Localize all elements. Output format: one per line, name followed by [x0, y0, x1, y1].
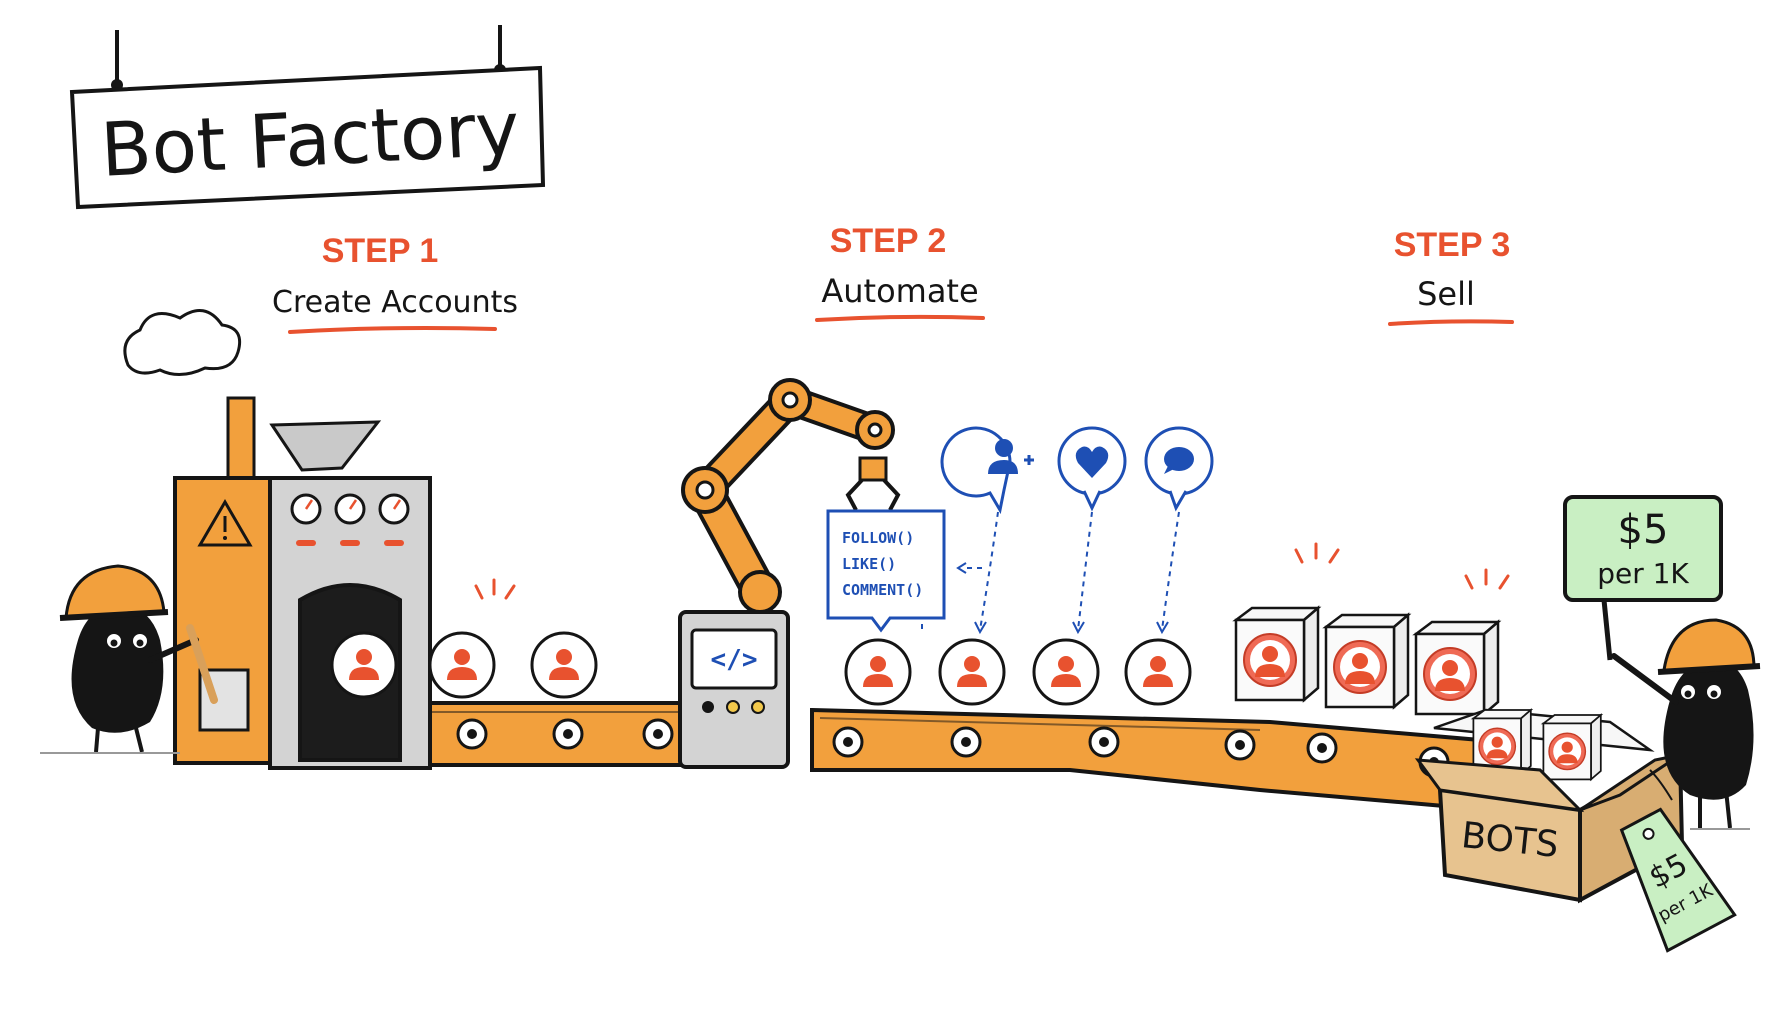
bot-bubble	[940, 640, 1004, 704]
bot-bubble	[430, 633, 494, 697]
hard-hat	[64, 564, 166, 619]
tag-string	[1649, 769, 1673, 801]
action-arrows	[921, 511, 1180, 634]
step-3-underline	[1388, 319, 1514, 326]
gauges	[290, 493, 410, 525]
created-bots	[332, 578, 596, 697]
step-2-caption: Automate	[821, 272, 978, 310]
terminal-light	[751, 700, 765, 714]
bots-box: BOTS	[1414, 708, 1685, 904]
step-1-label: STEP 1	[322, 232, 439, 270]
bot-bubble	[1034, 640, 1098, 704]
box-label: BOTS	[1459, 815, 1560, 866]
bot-bubble	[1126, 640, 1190, 704]
steam-cloud	[123, 309, 242, 376]
sparkle	[474, 578, 516, 600]
account-creation-machine	[123, 309, 432, 770]
step-2-underline	[815, 314, 985, 322]
comment-icon	[1144, 426, 1214, 512]
sparkle	[1294, 542, 1510, 590]
lever-handle	[186, 624, 218, 704]
action-bubbles	[921, 426, 1214, 635]
bot-cube	[1543, 715, 1600, 779]
indicator-lights	[296, 540, 404, 546]
terminal-light	[726, 700, 740, 714]
step-3-label: STEP 3	[1394, 226, 1511, 264]
code-card: FOLLOW() LIKE() COMMENT()	[826, 509, 946, 633]
sign-price: $5	[1618, 507, 1669, 553]
code-line-follow: FOLLOW()	[842, 529, 914, 547]
step-3-heading: STEP 3 Sell	[1388, 226, 1514, 326]
bot-cube	[1326, 615, 1408, 707]
hopper	[269, 420, 382, 472]
heart-icon	[1057, 426, 1127, 512]
sign-pole	[1601, 599, 1613, 661]
worker-right	[1611, 618, 1761, 830]
price-tag: $5 per 1K	[1619, 807, 1737, 953]
step-1-underline	[288, 326, 497, 334]
code-terminal: </>	[678, 610, 790, 769]
add-user-icon	[940, 426, 1034, 515]
bot-cube	[1236, 608, 1318, 700]
worker-left	[40, 564, 218, 754]
sign-unit: per 1K	[1597, 557, 1689, 590]
code-line-like: LIKE()	[842, 555, 896, 573]
chimney	[226, 396, 256, 480]
step-1-heading: STEP 1 Create Accounts	[272, 232, 518, 334]
gripper-claw	[845, 478, 901, 511]
price-sign: $5 per 1K	[1563, 495, 1723, 661]
terminal-code-glyph: </>	[711, 645, 758, 675]
step-2-label: STEP 2	[830, 222, 947, 260]
packaged-bots	[1236, 542, 1510, 714]
terminal-light	[702, 701, 714, 713]
hard-hat	[1662, 618, 1756, 671]
bot-cube	[1416, 622, 1498, 714]
bot-bubble	[532, 633, 596, 697]
title-sign: Bot Factory	[69, 25, 546, 210]
step-3-caption: Sell	[1417, 275, 1475, 313]
robot-arm	[681, 378, 901, 614]
bot-bubble	[332, 633, 396, 697]
code-line-comment: COMMENT()	[842, 581, 923, 599]
automated-bots	[846, 640, 1190, 704]
conveyor-belt	[274, 701, 1523, 813]
bot-bubble	[846, 640, 910, 704]
step-2-heading: STEP 2 Automate	[815, 222, 985, 322]
step-1-caption: Create Accounts	[272, 285, 518, 320]
